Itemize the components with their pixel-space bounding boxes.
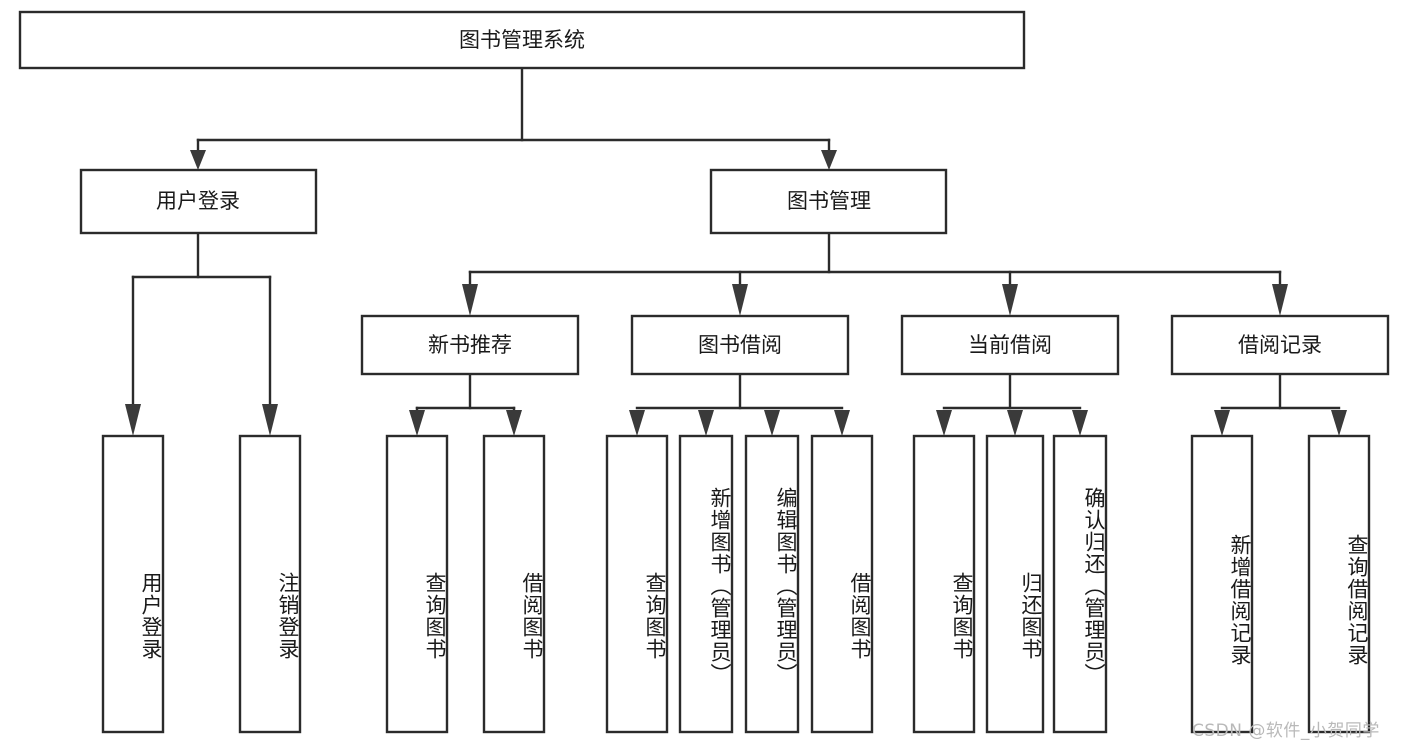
- node-book-manage-box[interactable]: [709, 168, 948, 235]
- arrow-head-leaf-borrow-book-1: [506, 410, 522, 436]
- leaf-box-borrow-book-2[interactable]: [810, 434, 874, 734]
- arrow-head-current-borrow: [1002, 284, 1018, 316]
- arrow-head-leaf-borrow-book-2: [834, 410, 850, 436]
- arrow-head-leaf-confirm-return: [1072, 410, 1088, 436]
- node-book-borrow-label: 图书借阅: [698, 333, 782, 357]
- node-book-manage-label: 图书管理: [787, 189, 871, 213]
- arrow-head-leaf-user-login: [125, 404, 141, 436]
- node-current-borrow-box[interactable]: [900, 314, 1120, 376]
- node-user-login-box[interactable]: [79, 168, 318, 235]
- node-user-login-label: 用户登录: [156, 189, 240, 213]
- node-new-book-rec-label: 新书推荐: [428, 333, 512, 357]
- connector-group-user-login: [125, 231, 278, 436]
- node-book-borrow-box[interactable]: [630, 314, 850, 376]
- leaf-box-borrow-book-1[interactable]: [482, 434, 546, 734]
- leaf-box-add-record[interactable]: [1190, 434, 1254, 734]
- arrow-head-leaf-query-record: [1331, 410, 1347, 436]
- leaf-box-edit-book[interactable]: [744, 434, 800, 734]
- node-borrow-record[interactable]: 借阅记录: [1170, 314, 1390, 376]
- connector-group-new-book-rec: [409, 372, 522, 436]
- arrow-head-leaf-edit-book: [764, 410, 780, 436]
- arrow-head-new-book-rec: [462, 284, 478, 316]
- leaf-boxes: [101, 434, 1371, 734]
- leaf-box-query-book-1[interactable]: [385, 434, 449, 734]
- connector-group-current-borrow: [936, 372, 1088, 436]
- node-current-borrow-label: 当前借阅: [968, 333, 1052, 357]
- node-new-book-rec[interactable]: 新书推荐: [360, 314, 580, 376]
- leaf-box-query-book-3[interactable]: [912, 434, 976, 734]
- arrow-head-borrow-record: [1272, 284, 1288, 316]
- node-book-borrow[interactable]: 图书借阅: [630, 314, 850, 376]
- arrow-head-leaf-query-book-3: [936, 410, 952, 436]
- arrow-head-leaf-return-book: [1007, 410, 1023, 436]
- leaf-box-user-logout[interactable]: [238, 434, 302, 734]
- leaf-box-user-login[interactable]: [101, 434, 165, 734]
- node-user-login[interactable]: 用户登录: [79, 168, 318, 235]
- arrow-head-leaf-user-logout: [262, 404, 278, 436]
- node-root-label: 图书管理系统: [459, 28, 585, 52]
- leaf-box-return-book[interactable]: [985, 434, 1045, 734]
- connector-group-root: [190, 66, 837, 170]
- arrow-head-book-manage: [821, 150, 837, 170]
- arrow-head-leaf-add-book: [698, 410, 714, 436]
- leaf-box-add-book[interactable]: [678, 434, 734, 734]
- node-book-manage[interactable]: 图书管理: [709, 168, 948, 235]
- arrow-head-leaf-query-book-2: [629, 410, 645, 436]
- leaf-box-query-book-2[interactable]: [605, 434, 669, 734]
- arrow-head-user-login: [190, 150, 206, 170]
- node-borrow-record-label: 借阅记录: [1238, 333, 1322, 357]
- connector-group-book-borrow: [629, 372, 850, 436]
- csdn-watermark: CSDN @软件_小贺同学: [1192, 721, 1380, 741]
- arrow-head-leaf-add-record: [1214, 410, 1230, 436]
- arrow-head-book-borrow: [732, 284, 748, 316]
- connector-group-borrow-record: [1214, 372, 1347, 436]
- node-root[interactable]: 图书管理系统: [18, 10, 1026, 70]
- arrow-head-leaf-query-book-1: [409, 410, 425, 436]
- node-borrow-record-box[interactable]: [1170, 314, 1390, 376]
- connector-group-book-manage: [462, 231, 1288, 316]
- node-root-box[interactable]: [18, 10, 1026, 70]
- leaf-box-confirm-return[interactable]: [1052, 434, 1108, 734]
- node-current-borrow[interactable]: 当前借阅: [900, 314, 1120, 376]
- leaf-box-query-record[interactable]: [1307, 434, 1371, 734]
- node-new-book-rec-box[interactable]: [360, 314, 580, 376]
